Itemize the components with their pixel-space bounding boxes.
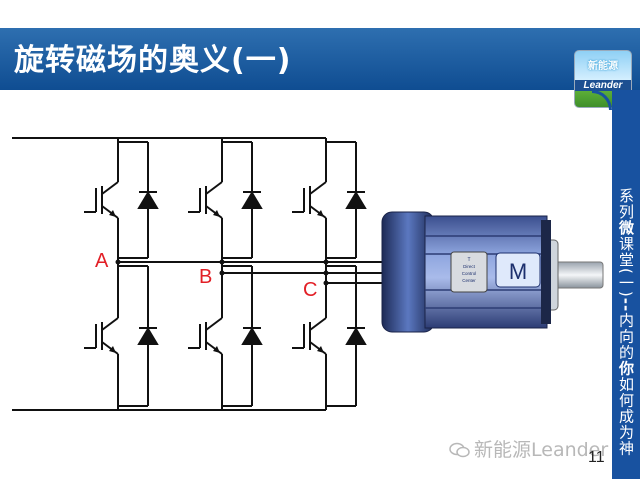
igbt-arrow <box>317 210 324 217</box>
page-number: 11 <box>588 449 605 466</box>
phase-label-a: A <box>95 250 109 272</box>
control-box-line: Direct <box>463 264 476 269</box>
igbt-arrow <box>109 210 116 217</box>
control-box-line: T <box>467 257 470 263</box>
control-box-line: Control <box>462 271 477 276</box>
wechat-icon <box>449 441 471 458</box>
diode-symbol <box>137 191 159 209</box>
side-banner-part: 课堂(一) <box>617 236 635 298</box>
motor-label-plate <box>495 252 541 288</box>
igbt-arrow <box>213 210 220 217</box>
title-bar: 旋转磁场的奥义(一) 新能源 Leander <box>0 28 640 108</box>
diode-symbol <box>345 191 367 209</box>
control-box <box>450 251 488 293</box>
diode-symbol <box>241 191 263 209</box>
motor-front-ring <box>541 220 551 324</box>
igbt-arrow <box>109 346 116 353</box>
side-banner-part: 系列 <box>617 188 635 220</box>
watermark-text: 新能源Leander <box>474 439 609 461</box>
phase-label-c: C <box>303 279 317 301</box>
igbt-collector <box>309 181 327 195</box>
phase-lines <box>118 261 385 284</box>
slide-title: 旋转磁场的奥义(一) <box>14 43 292 78</box>
dc-bus <box>12 137 326 411</box>
igbt-arrow <box>213 346 220 353</box>
igbt-collector <box>205 317 223 331</box>
igbt-arrow <box>317 346 324 353</box>
side-banner-part: 你 <box>617 360 635 377</box>
diode-symbol <box>137 327 159 345</box>
logo-top-text: 新能源 <box>588 61 618 72</box>
side-banner-part: 如何成为神 <box>617 376 635 457</box>
diode-symbol <box>241 327 263 345</box>
inverter-circuit-diagram: A B C T Direct Control Center M <box>12 137 604 411</box>
side-banner-part: 内向的 <box>617 312 635 361</box>
igbt-collector <box>101 317 119 331</box>
side-banner: 系列微课堂(一)--内向的你如何成为神 <box>612 90 640 479</box>
watermark: 新能源Leander <box>449 435 608 462</box>
junction-dots <box>115 259 329 286</box>
igbt-collector <box>101 181 119 195</box>
motor: T Direct Control Center M <box>381 211 604 333</box>
igbt-collector <box>309 317 327 331</box>
diode-symbol <box>345 327 367 345</box>
inverter-legs <box>84 138 367 410</box>
phase-label-b: B <box>199 266 212 288</box>
igbt-collector <box>205 181 223 195</box>
side-banner-text: 系列微课堂(一)--内向的你如何成为神 <box>612 188 640 456</box>
logo-wordmark: Leander <box>575 80 631 91</box>
control-box-line: Center <box>462 278 476 283</box>
side-banner-part: -- <box>617 297 635 313</box>
motor-label: M <box>509 259 527 284</box>
side-banner-part: 微 <box>617 220 635 236</box>
